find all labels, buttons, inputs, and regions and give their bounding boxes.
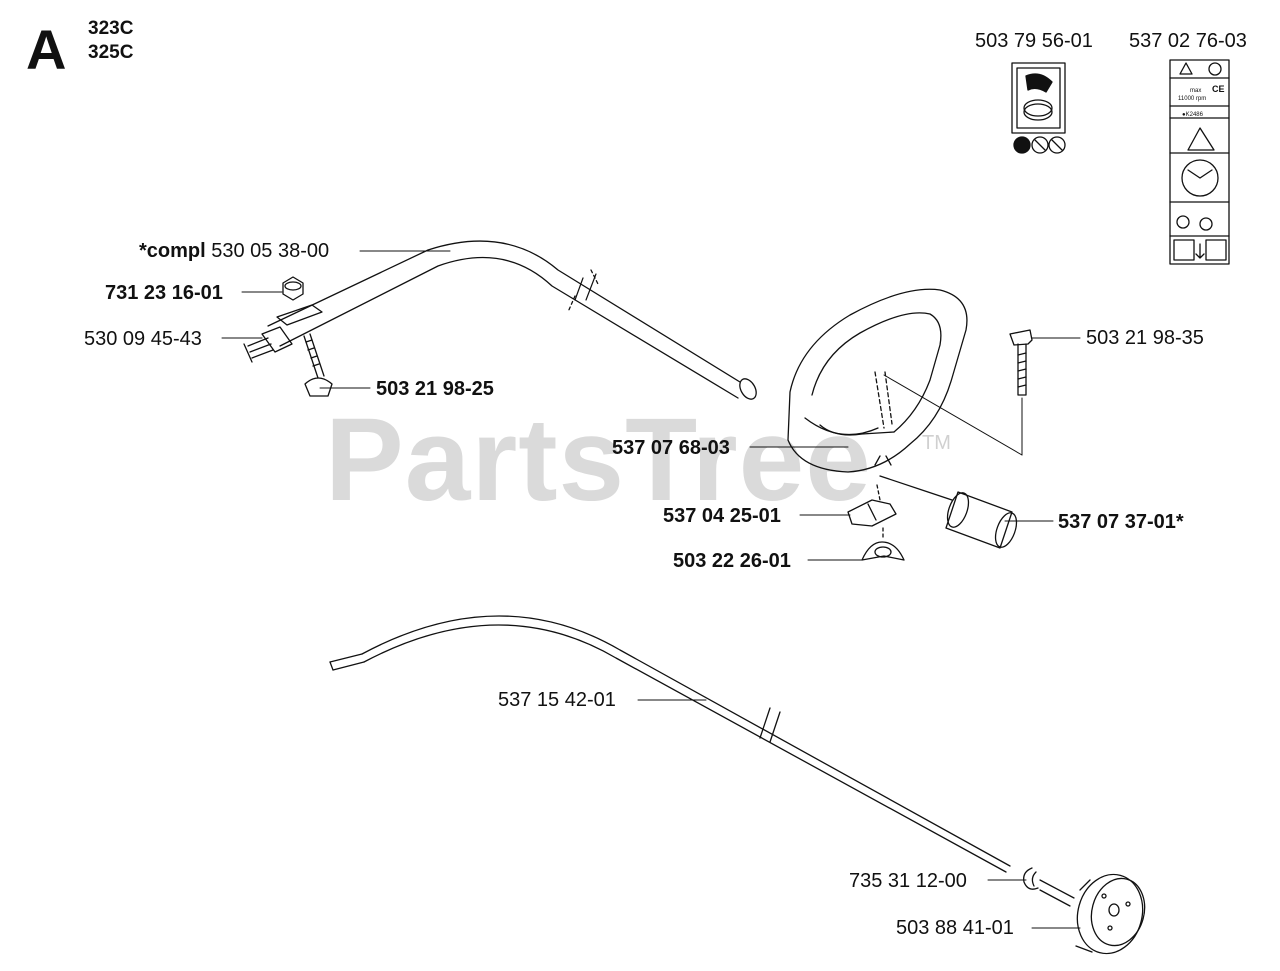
shaft-label: *compl 530 05 38-00	[139, 240, 329, 262]
drive-shaft-label: 537 15 42-01	[498, 689, 616, 711]
loop-handle	[787, 288, 968, 501]
circlip-label: 735 31 12-00	[849, 870, 967, 892]
leader-lines	[221, 250, 1081, 929]
threaded-fitting	[243, 326, 293, 363]
watermark-trademark: TM	[922, 432, 951, 454]
model-label-1: 323C	[88, 18, 134, 39]
section-letter: A	[26, 18, 67, 81]
shaft-label-number: 530 05 38-00	[211, 240, 330, 262]
bolt-right-label: 503 21 98-35	[1086, 327, 1204, 349]
decal-2-icon	[1169, 59, 1230, 265]
shaft-label-prefix: *compl	[139, 240, 206, 262]
clutch-drum-label: 503 88 41-01	[896, 917, 1014, 939]
decal-1-part-number: 503 79 56-01	[975, 30, 1093, 52]
decal-2-text: max 11000 rpm CE ●K2486	[1178, 84, 1225, 118]
drive-shaft	[329, 615, 1011, 873]
bolt-left-label: 503 21 98-25	[376, 378, 494, 400]
decal-1-icon	[1011, 62, 1066, 154]
svg-text:CE: CE	[1212, 84, 1225, 94]
clamp-bracket	[847, 484, 897, 527]
wing-nut	[861, 527, 905, 561]
wing-nut-label: 503 22 26-01	[673, 550, 791, 572]
svg-text:11000 rpm: 11000 rpm	[1178, 96, 1206, 102]
bolt-left	[303, 333, 333, 397]
nut-label: 731 23 16-01	[105, 282, 223, 304]
watermark-text: PartsTree	[325, 394, 872, 526]
clutch-drum	[1039, 873, 1146, 955]
clamp-label: 537 04 25-01	[663, 505, 781, 527]
sleeve-label: 537 07 37-01*	[1058, 511, 1184, 533]
circlip	[1023, 867, 1039, 890]
decal-2-part-number: 537 02 76-03	[1129, 30, 1247, 52]
svg-text:●K2486: ●K2486	[1182, 112, 1204, 118]
model-label-2: 325C	[88, 42, 134, 63]
rubber-sleeve	[945, 491, 1018, 549]
bolt-right	[883, 329, 1033, 456]
nut-assembly	[276, 276, 323, 326]
svg-text:max: max	[1190, 88, 1201, 94]
handle-label: 537 07 68-03	[612, 437, 730, 459]
shaft-tube	[267, 240, 757, 400]
fitting-label: 530 09 45-43	[84, 328, 202, 350]
